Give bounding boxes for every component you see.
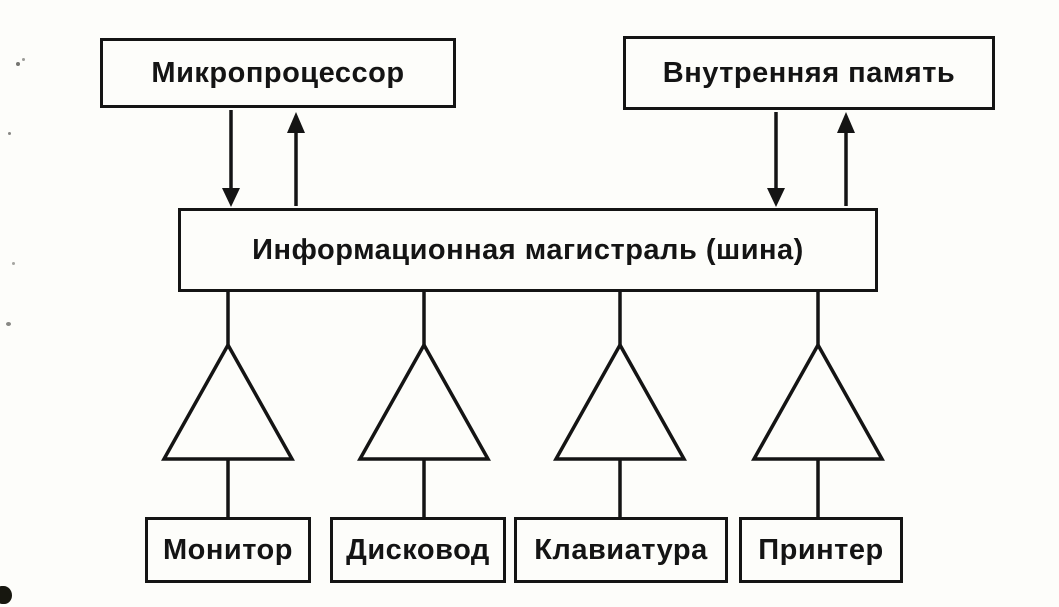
node-monitor-label: Монитор	[163, 533, 293, 566]
connector-printer	[751, 292, 885, 518]
node-bus: Информационная магистраль (шина)	[178, 208, 878, 292]
node-keyboard: Клавиатура	[514, 517, 728, 583]
scan-speck	[12, 262, 15, 265]
node-printer: Принтер	[739, 517, 903, 583]
connector-monitor	[161, 292, 295, 518]
scan-speck	[22, 58, 25, 61]
node-printer-label: Принтер	[758, 533, 884, 566]
connector-keyboard	[553, 292, 687, 518]
node-bus-label: Информационная магистраль (шина)	[252, 233, 804, 266]
node-monitor: Монитор	[145, 517, 311, 583]
node-disk-drive: Дисковод	[330, 517, 506, 583]
node-microprocessor-label: Микропроцессор	[151, 56, 405, 89]
buffer-triangle-monitor	[161, 341, 295, 461]
arrow-up-left	[287, 112, 305, 206]
node-internal-memory-label: Внутренняя память	[662, 56, 956, 89]
arrow-down-left	[222, 110, 240, 207]
node-microprocessor: Микропроцессор	[100, 38, 456, 108]
node-keyboard-label: Клавиатура	[534, 533, 708, 566]
scan-speck	[16, 62, 20, 66]
arrow-down-right	[767, 112, 785, 207]
scan-speck	[6, 322, 11, 326]
scan-blob	[0, 586, 12, 604]
buffer-triangle-keyboard	[553, 341, 687, 461]
scan-speck	[8, 132, 11, 135]
arrow-up-right	[837, 112, 855, 206]
buffer-triangle-disk-drive	[357, 341, 491, 461]
node-disk-drive-label: Дисковод	[346, 533, 490, 566]
connector-disk-drive	[357, 292, 491, 518]
buffer-triangle-printer	[751, 341, 885, 461]
node-internal-memory: Внутренняя память	[623, 36, 995, 110]
